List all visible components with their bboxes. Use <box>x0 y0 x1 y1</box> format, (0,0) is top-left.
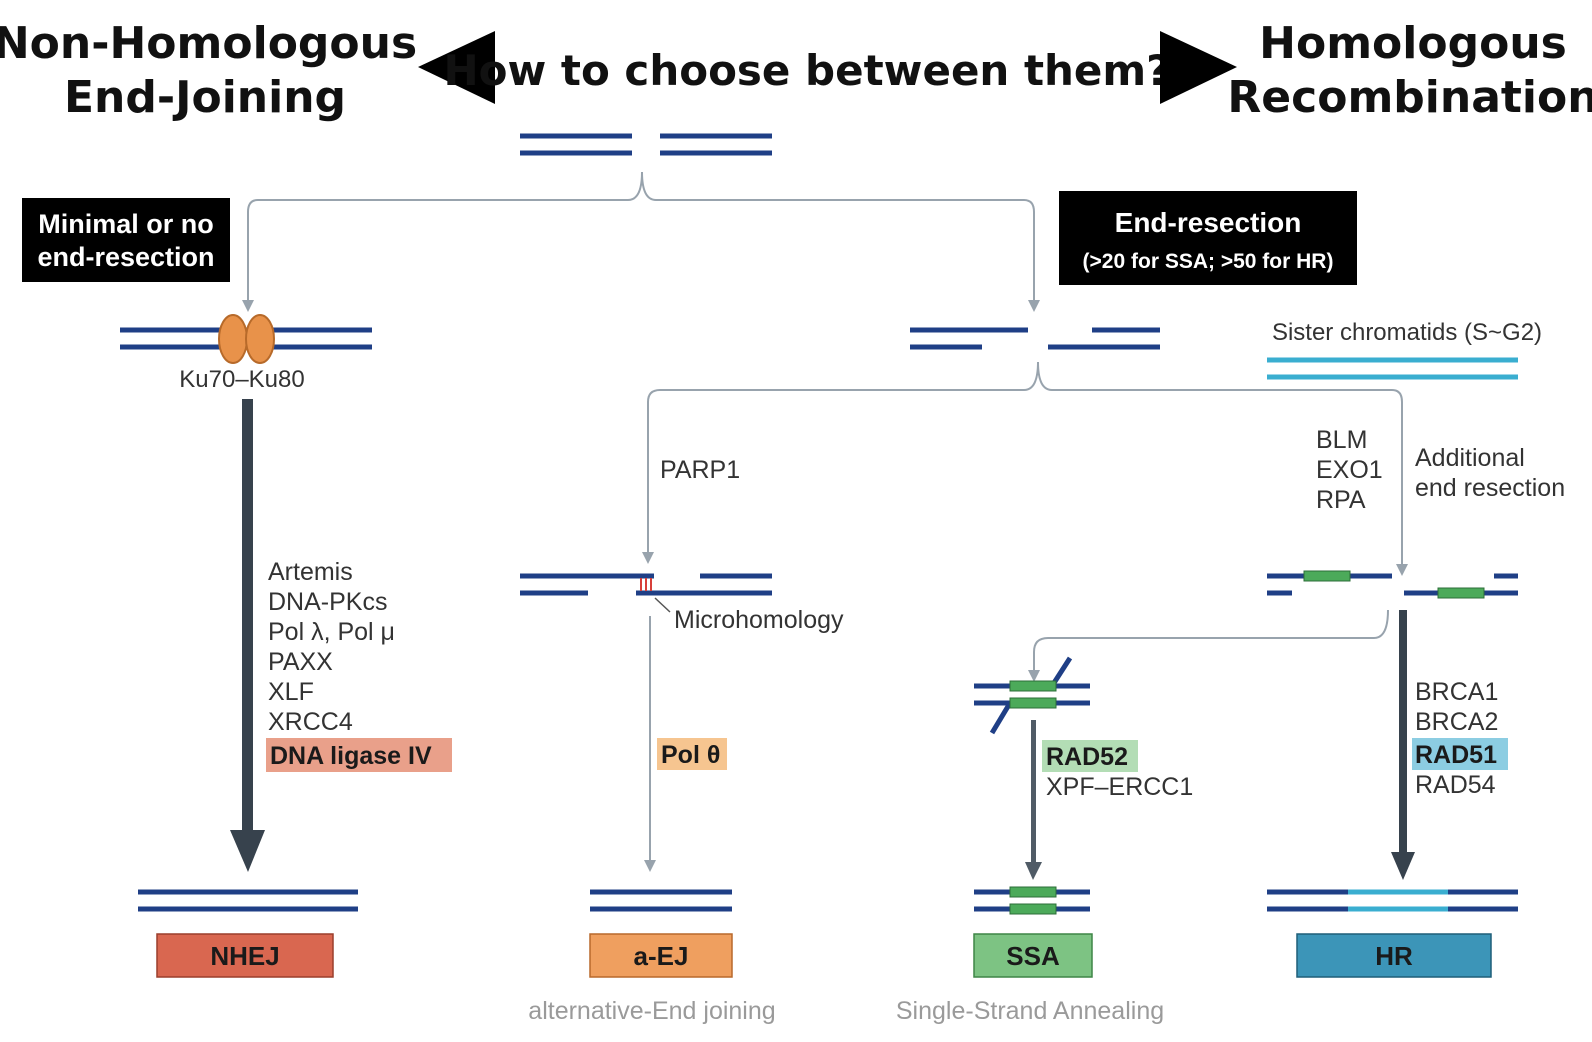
hr-repaired-dna <box>1267 889 1518 912</box>
microhomology-pairing-marks <box>640 578 652 591</box>
header-question: How to choose between them? <box>443 46 1170 95</box>
ku80-icon <box>245 314 275 364</box>
dna-ligase-iv-label: DNA ligase IV <box>270 742 432 770</box>
nhej-factor: Pol λ, Pol μ <box>268 618 395 646</box>
nhej-factor: PAXX <box>268 648 333 676</box>
hr-to-ssa-connector <box>1028 609 1389 682</box>
sister-chromatids-label: Sister chromatids (S~G2) <box>1272 319 1542 346</box>
additional-resection-line1: Additional <box>1415 444 1525 472</box>
microhomology-pointer <box>654 597 671 613</box>
hr-arrow-shaft <box>1399 610 1407 858</box>
left-triangle-icon <box>418 31 495 104</box>
nhej-factor: Artemis <box>268 558 353 586</box>
right-triangle-icon <box>1160 31 1237 104</box>
homology-region-bottom <box>1437 587 1485 599</box>
dna-ligase-highlight <box>266 738 452 772</box>
exo1-label: EXO1 <box>1316 456 1383 484</box>
end-resection-line1: End-resection <box>1115 207 1302 238</box>
rad51-label: RAD51 <box>1415 741 1497 769</box>
header-nhej-line2: End-Joining <box>64 72 346 123</box>
ssa-pathway-label: SSA <box>1006 941 1060 971</box>
xpf-ercc1-label: XPF–ERCC1 <box>1046 773 1193 801</box>
hr-pathway-box <box>1296 933 1492 978</box>
hr-factor: BRCA1 <box>1415 678 1498 706</box>
ku-label: Ku70–Ku80 <box>179 366 304 393</box>
top-split-connector <box>247 171 1035 300</box>
ssa-caption: Single-Strand Annealing <box>896 997 1164 1025</box>
ku70-icon <box>218 314 248 364</box>
nhej-arrow-head <box>230 830 265 872</box>
aej-pathway-label: a-EJ <box>634 941 689 971</box>
aej-pathway-box <box>589 933 733 978</box>
minimal-resection-line1: Minimal or no <box>38 209 214 239</box>
hr-pathway-label: HR <box>1375 941 1413 971</box>
header-hr-line1: Homologous <box>1259 18 1567 69</box>
additional-resection-line2: end resection <box>1415 474 1565 502</box>
nhej-factor: DNA-PKcs <box>268 588 387 616</box>
aej-repaired-dna <box>590 889 732 912</box>
rad54-label: RAD54 <box>1415 771 1496 799</box>
rpa-label: RPA <box>1316 486 1366 514</box>
top-broken-dna <box>520 133 772 156</box>
minimal-resection-line2: end-resection <box>37 242 214 272</box>
ssa-arrow-shaft <box>1031 720 1036 866</box>
resection-split-connector <box>647 361 1403 560</box>
ssa-repaired-homology-bottom <box>1009 903 1057 915</box>
nhej-repaired-dna <box>138 889 358 912</box>
hr-factor: BRCA2 <box>1415 708 1498 736</box>
nhej-pathway-box <box>156 933 334 978</box>
pol-theta-label: Pol θ <box>661 741 720 769</box>
end-resection-box <box>1059 191 1357 285</box>
sister-chromatid-dna <box>1267 357 1518 380</box>
rad51-highlight <box>1412 738 1508 770</box>
ssa-arrow-head <box>1025 862 1042 880</box>
parp1-label: PARP1 <box>660 456 740 484</box>
homology-region-top <box>1303 570 1351 582</box>
pol-theta-highlight <box>657 738 727 770</box>
ssa-homology-top <box>1009 680 1057 692</box>
nhej-pathway-label: NHEJ <box>210 941 279 971</box>
ssa-repaired-homology-top <box>1009 886 1057 898</box>
header-nhej-line1: Non-Homologous <box>0 18 417 69</box>
rad52-highlight <box>1042 740 1138 772</box>
minimal-resection-box <box>22 198 230 282</box>
nhej-factor: XLF <box>268 678 314 706</box>
microhomology-label: Microhomology <box>674 606 844 634</box>
header-hr-line2: Recombination <box>1227 72 1592 123</box>
rad52-label: RAD52 <box>1046 743 1128 771</box>
hr-arrow-head <box>1391 852 1415 880</box>
nhej-factor: XRCC4 <box>268 708 353 736</box>
nhej-factor-list: Artemis DNA-PKcs Pol λ, Pol μ PAXX XLF X… <box>268 558 395 736</box>
end-resection-line2: (>20 for SSA; >50 for HR) <box>1083 250 1334 273</box>
blm-label: BLM <box>1316 426 1367 454</box>
resected-dna <box>910 327 1160 350</box>
aej-caption: alternative-End joining <box>528 997 775 1025</box>
ssa-homology-bottom <box>1009 697 1057 709</box>
ssa-pathway-box <box>973 933 1093 978</box>
microhomology-dna <box>520 573 772 596</box>
nhej-arrow-shaft <box>242 399 253 834</box>
